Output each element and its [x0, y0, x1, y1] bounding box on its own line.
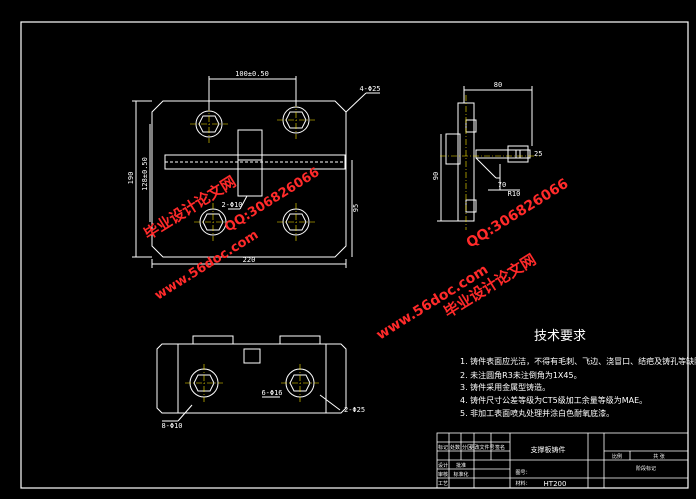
tech-item-5: 5. 非加工表面喷丸处理并涂白色耐氧底漆。 [460, 408, 614, 418]
tb-row-label-change-doc: 更改文件号 [469, 444, 494, 451]
tb-role-process: 工艺 [438, 481, 448, 487]
watermark-site-1: www.56doc.com [152, 227, 261, 303]
tb-material-label: 材料： [515, 480, 530, 487]
dim-small-hole: 2-Φ10 [221, 201, 242, 209]
tech-item-4: 4. 铸件尺寸公差等级为CT5级加工余量等级为MAE。 [460, 395, 647, 405]
tb-scale-label: 比例 [612, 453, 622, 460]
front-view [132, 76, 380, 268]
tech-requirements-title: 技术要求 [534, 329, 586, 344]
tb-drawing-no-label: 图号： [515, 470, 530, 476]
watermark-group-1: www.56doc.com [152, 227, 261, 303]
dim-overall-height: 190 [127, 172, 135, 185]
watermark-qq-2: QQ:306826066 [464, 176, 572, 252]
dim-side-mid-height: 70 [498, 181, 506, 189]
dim-bottom-hole-right: 2-Φ25 [344, 406, 365, 414]
tb-row-label-zone: 分区 [462, 444, 472, 451]
tech-item-3: 3. 铸件采用金属型铸造。 [460, 382, 550, 392]
tb-material-value: HT200 [544, 480, 567, 488]
side-view [437, 86, 533, 222]
dim-side-top-width: 80 [494, 81, 502, 89]
dim-overall-width: 220 [243, 256, 256, 264]
dim-hole-spacing-h: 100±0.50 [235, 70, 269, 78]
tb-row-label-sign: 签名 [495, 444, 505, 451]
drawing-frame [20, 21, 689, 489]
dim-hole-spacing-v: 128±0.50 [141, 157, 149, 191]
dim-hole-label-top-right: 4-Φ25 [359, 85, 380, 93]
dim-bottom-hole-mid: 6-Φ16 [261, 389, 282, 397]
tb-row-label-count: 处数 [450, 444, 460, 451]
watermark-group-5: QQ:306826066 [464, 176, 572, 252]
tb-role-design: 设计 [438, 462, 448, 469]
dim-side-bottom-radius: R10 [508, 190, 521, 198]
tb-role-standard: 标准化 [453, 471, 468, 478]
dim-right-height: 95 [352, 204, 360, 212]
tb-sheet-label: 共 张 [653, 453, 665, 460]
dim-side-right-width: 25 [534, 150, 542, 158]
tech-item-1: 1. 铸件表面应光洁，不得有毛刺、飞边、浇冒口、结疤及铸孔等缺陷。 [460, 356, 696, 366]
tb-row-label-mark: 标记 [438, 444, 448, 451]
dim-bottom-hole-left: 8-Φ10 [161, 422, 182, 430]
tech-item-2: 2. 未注圆角R3未注倒角为1X45。 [460, 370, 582, 380]
tb-stage-label: 阶段标记 [636, 465, 656, 472]
bottom-view [156, 335, 347, 422]
dim-side-left-height: 90 [432, 172, 440, 180]
tb-part-name: 支撑板铸件 [531, 445, 566, 454]
tb-role-review: 审核 [438, 471, 448, 478]
title-block [436, 432, 689, 489]
tb-role-approve: 批准 [456, 462, 466, 469]
